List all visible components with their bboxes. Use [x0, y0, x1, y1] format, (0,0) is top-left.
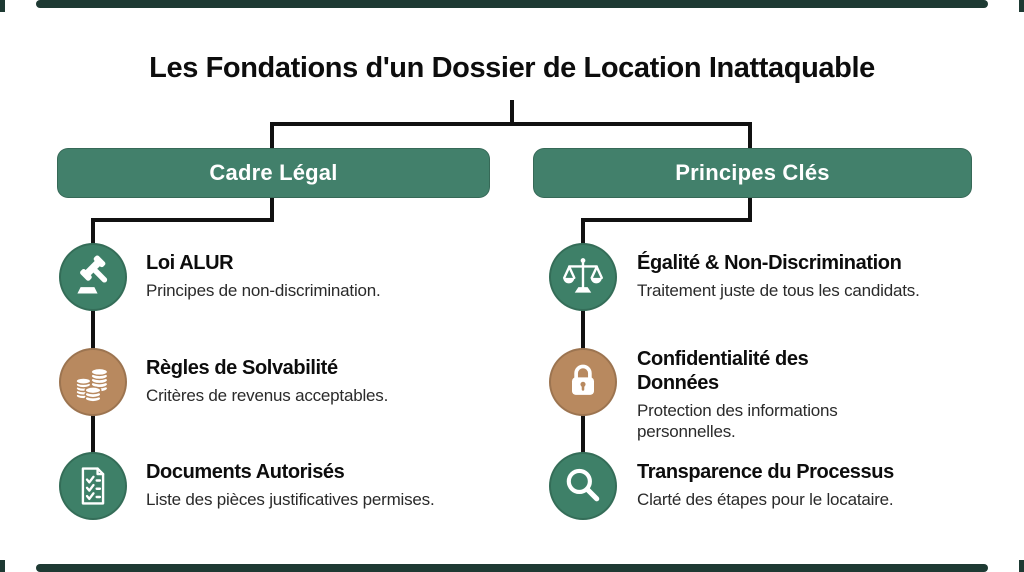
icon-circle [59, 243, 127, 311]
connector-left-elbow [91, 218, 274, 222]
list-item-transparence: Transparence du Processus Clarté des éta… [637, 460, 981, 510]
list-item-confidentialite: Confidentialité des Données Protection d… [637, 347, 889, 442]
connector-right-box-stem [748, 196, 752, 222]
list-item-loi-alur: Loi ALUR Principes de non-discrimination… [146, 251, 528, 301]
frame-corner-fragment [1019, 560, 1024, 572]
list-item-regles-solvabilite: Règles de Solvabilité Critères de revenu… [146, 356, 528, 406]
item-title: Documents Autorisés [146, 461, 345, 483]
icon-circle [59, 452, 127, 520]
item-subtitle: Principes de non-discrimination. [146, 281, 381, 300]
item-title: Confidentialité des Données [637, 348, 809, 394]
item-subtitle: Protection des informations personnelles… [637, 401, 838, 441]
document-checklist-icon [81, 467, 105, 505]
magnifier-icon [566, 468, 600, 502]
padlock-icon [572, 364, 594, 395]
connector-top-horizontal [270, 122, 752, 126]
gavel-icon [77, 255, 108, 294]
connector-title-stem [510, 100, 514, 126]
branch-header-principes-cles: Principes Clés [533, 148, 972, 198]
item-title: Égalité & Non-Discrimination [637, 252, 902, 274]
scales-icon [563, 258, 603, 293]
branch-header-cadre-legal: Cadre Légal [57, 148, 490, 198]
item-title: Transparence du Processus [637, 461, 894, 483]
coins-icon [75, 367, 109, 403]
frame-corner-fragment [0, 560, 5, 572]
icon-circle [59, 348, 127, 416]
branch-header-label: Principes Clés [675, 160, 830, 185]
connector-right-elbow [581, 218, 752, 222]
item-subtitle: Critères de revenus acceptables. [146, 386, 389, 405]
item-subtitle: Liste des pièces justificatives permises… [146, 490, 435, 509]
frame-corner-fragment [0, 0, 5, 12]
list-item-egalite: Égalité & Non-Discrimination Traitement … [637, 251, 981, 301]
connector-drop-left [270, 124, 274, 150]
bottom-frame-bar [36, 564, 988, 572]
item-title: Règles de Solvabilité [146, 357, 338, 379]
list-item-documents-autorises: Documents Autorisés Liste des pièces jus… [146, 460, 528, 510]
icon-circle [549, 348, 617, 416]
frame-corner-fragment [1019, 0, 1024, 12]
item-subtitle: Traitement juste de tous les candidats. [637, 281, 920, 300]
item-title: Loi ALUR [146, 252, 234, 274]
item-subtitle: Clarté des étapes pour le locataire. [637, 490, 894, 509]
connector-left-box-stem [270, 196, 274, 222]
branch-header-label: Cadre Légal [209, 160, 338, 185]
connector-drop-right [748, 124, 752, 150]
icon-circle [549, 243, 617, 311]
top-frame-bar [36, 0, 988, 8]
page-title: Les Fondations d'un Dossier de Location … [149, 52, 875, 84]
icon-circle [549, 452, 617, 520]
